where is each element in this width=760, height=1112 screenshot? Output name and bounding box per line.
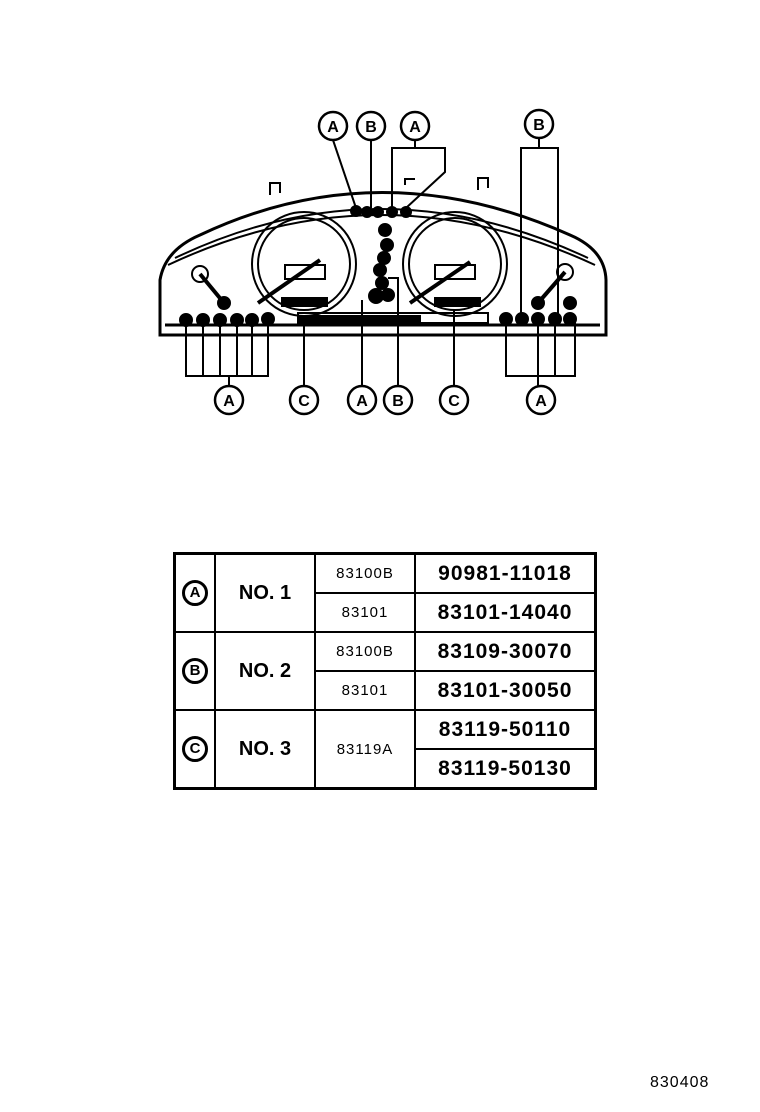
instrument-cluster-diagram: A B A B A C A B C A: [158, 108, 608, 416]
table-row: 83119-50130: [175, 748, 597, 790]
callout-label: B: [533, 117, 545, 134]
callout-top-b-2: [523, 108, 555, 140]
callout-label: C: [298, 393, 310, 410]
callout-top-b-1: [355, 110, 387, 142]
callout-label: A: [409, 119, 421, 136]
part-number: 83101-14040: [414, 592, 597, 633]
table-row: A NO. 1 83100B 90981-11018: [173, 552, 597, 633]
part-number: 83119-50110: [414, 709, 597, 750]
reference-code: 830408: [650, 1074, 710, 1091]
callout-bottom-a-1: [213, 384, 245, 416]
model-code: 83119A: [314, 709, 416, 790]
parts-table: A NO. 1 83100B 90981-11018 83101 83101-1…: [173, 552, 597, 790]
callout-top-a-2: [399, 110, 431, 142]
callout-bottom-c-1: [288, 384, 320, 416]
part-number: 83101-30050: [414, 670, 597, 711]
callout-bottom-b: [382, 384, 414, 416]
callout-bottom-a-3: [525, 384, 557, 416]
callout-label: B: [392, 393, 404, 410]
table-row: B NO. 2 83100B 83109-30070: [173, 631, 597, 711]
callout-top-a-1: [317, 110, 349, 142]
table-row: 83101 83101-14040: [175, 592, 597, 633]
table-row: C NO. 3 83119A 83119-50110: [173, 709, 597, 790]
callout-label: A: [223, 393, 235, 410]
key-a: A: [182, 580, 208, 606]
callout-label: A: [356, 393, 368, 410]
callout-label: A: [535, 393, 547, 410]
bulb-name: NO. 3: [214, 709, 316, 790]
part-number: 90981-11018: [414, 552, 597, 594]
callout-label: C: [448, 393, 460, 410]
bulb-name: NO. 2: [214, 631, 316, 711]
callout-label: A: [327, 119, 339, 136]
model-code: 83100B: [314, 631, 416, 672]
bulb-name: NO. 1: [214, 552, 316, 633]
part-number: 83109-30070: [414, 631, 597, 672]
callout-bottom-a-2: [346, 384, 378, 416]
model-code: 83101: [314, 670, 416, 711]
key-b: B: [182, 658, 208, 684]
part-number: 83119-50130: [414, 748, 597, 790]
model-code: 83100B: [314, 552, 416, 594]
key-c: C: [182, 736, 208, 762]
callout-bottom-c-2: [438, 384, 470, 416]
callout-label: B: [365, 119, 377, 136]
model-code: 83101: [314, 592, 416, 633]
table-row: 83101 83101-30050: [175, 670, 597, 711]
